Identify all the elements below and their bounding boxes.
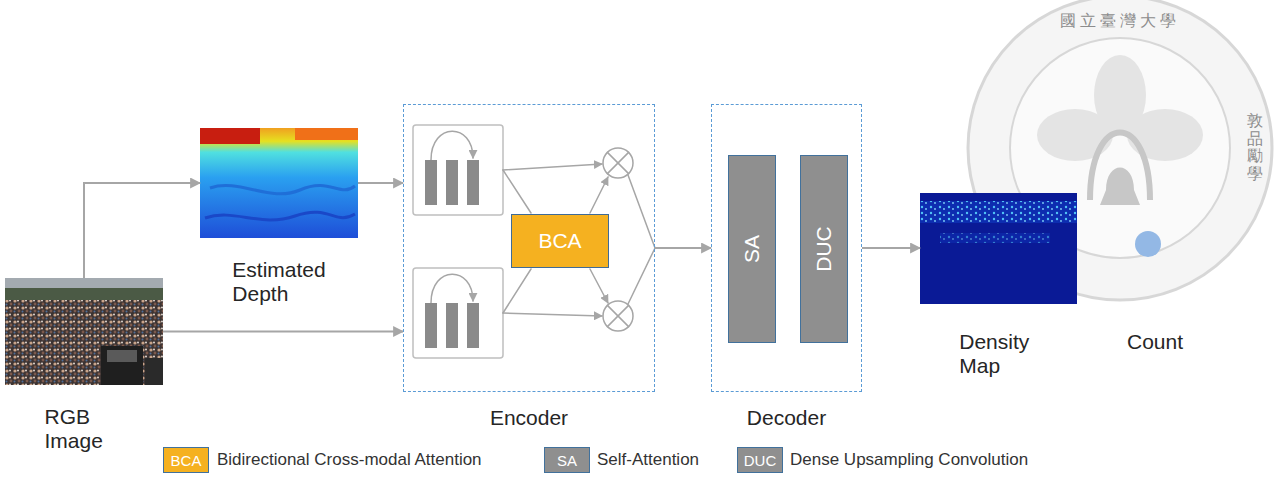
- backbone-frame: [413, 125, 503, 215]
- flow-arrow: [84, 183, 200, 278]
- wire: [503, 164, 602, 170]
- legend-text: Dense Upsampling Convolution: [790, 450, 1028, 470]
- rotated-text: DUC: [812, 226, 836, 272]
- watermark-text: 敦品勵學: [1247, 112, 1263, 182]
- depth-far-block: [295, 128, 358, 140]
- depth-texture: [210, 186, 355, 194]
- attention-box: BCA: [511, 214, 609, 268]
- density-map: [920, 193, 1077, 304]
- rgb-photo: [5, 278, 163, 385]
- photo-vehicle: [145, 358, 163, 385]
- caption-text: Density Map: [959, 330, 1038, 378]
- layer-bar: [425, 160, 437, 205]
- box-text: BCA: [538, 229, 581, 253]
- flow-arrow: [862, 247, 920, 249]
- swatch-label: BCA: [171, 452, 202, 469]
- encoder-internals: [413, 125, 655, 358]
- watermark-text: 國立臺灣大學: [1060, 11, 1180, 32]
- caption-text: Estimated Depth: [232, 258, 325, 306]
- multiply-symbol: [603, 301, 633, 331]
- legend-text: Bidirectional Cross-modal Attention: [217, 450, 482, 470]
- wire: [628, 248, 655, 304]
- density-band: [940, 233, 1050, 243]
- layer-bar: [425, 303, 437, 348]
- swatch-label: DUC: [744, 452, 777, 469]
- skip-arc: [431, 274, 473, 303]
- seal-petal: [1037, 109, 1113, 161]
- skip-arc: [431, 131, 473, 160]
- layer-bar: [467, 160, 479, 205]
- wire: [628, 175, 655, 248]
- layer-bar: [467, 303, 479, 348]
- backbone-frame: [413, 268, 503, 358]
- image-panel: RGB Image: [5, 278, 163, 385]
- legend-swatch: DUC: [737, 447, 783, 473]
- flow-arrow: [655, 247, 711, 249]
- legend-text: Self-Attention: [597, 450, 699, 470]
- photo-vehicle-window: [107, 350, 137, 362]
- multiply-symbol: [603, 148, 633, 178]
- wire: [503, 269, 531, 313]
- seal-bell: [1100, 168, 1140, 206]
- caption-text: Encoder: [490, 406, 568, 430]
- photo-vehicle: [101, 346, 143, 385]
- layer-bar: [446, 303, 458, 348]
- depth-texture: [205, 212, 355, 220]
- caption-text: Decoder: [747, 406, 826, 430]
- flow-arrow: [358, 182, 403, 184]
- multiply-circle: [603, 148, 633, 178]
- depth-map: [200, 128, 358, 238]
- backbone-block: [413, 268, 503, 358]
- wire: [590, 177, 608, 213]
- seal-petal: [1127, 109, 1203, 161]
- caption-text: RGB Image: [45, 405, 124, 453]
- density-fill: [920, 193, 1077, 304]
- legend-swatch: BCA: [163, 447, 209, 473]
- module-box: DUC: [800, 155, 848, 343]
- image-panel: Density Map: [920, 193, 1077, 304]
- photo-trees: [5, 288, 163, 302]
- multiply-cross: [607, 152, 628, 173]
- layer-bar: [446, 160, 458, 205]
- wire: [503, 170, 531, 213]
- wire: [503, 313, 602, 316]
- depth-fill: [200, 128, 358, 238]
- flow-arrow: [163, 331, 403, 333]
- output-label: Count: [1127, 330, 1183, 354]
- density-band: [920, 201, 1077, 223]
- multiply-circle: [603, 301, 633, 331]
- image-panel: Estimated Depth: [200, 128, 358, 238]
- backbone-block: [413, 125, 503, 215]
- photo-crowd: [5, 300, 163, 385]
- wire: [590, 269, 608, 303]
- multiply-cross: [607, 305, 628, 326]
- multiply-cross: [607, 152, 628, 173]
- decoder-group: DecoderSADUC: [711, 104, 862, 392]
- depth-near-block: [200, 128, 260, 144]
- encoder-group: EncoderBCA: [403, 104, 655, 392]
- multiply-cross: [607, 305, 628, 326]
- legend-swatch: SA: [544, 447, 590, 473]
- module-box: SA: [728, 155, 776, 343]
- swatch-label: SA: [557, 452, 577, 469]
- seal-blue-dot: [1135, 231, 1161, 257]
- internal-wires: [503, 164, 655, 316]
- rotated-text: SA: [740, 235, 764, 263]
